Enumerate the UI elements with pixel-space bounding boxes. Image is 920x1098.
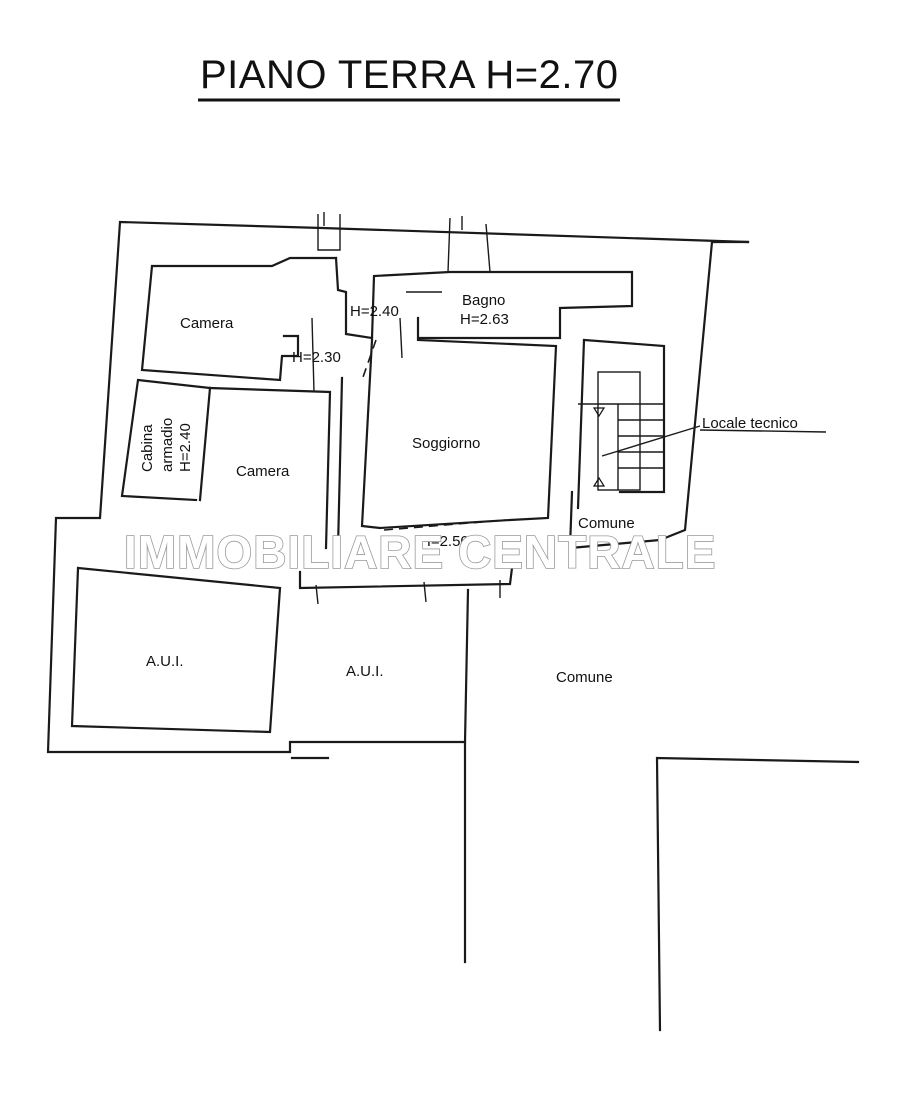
room-locale-tecnico: Locale tecnico Comune xyxy=(568,338,827,550)
cabina-line2: armadio xyxy=(159,418,176,472)
outer-walls xyxy=(46,220,860,1032)
room-camera-bottom: Camera xyxy=(208,376,344,550)
aui-left-label: A.U.I. xyxy=(146,653,184,670)
corridor-height-label: H=2.30 xyxy=(292,349,341,366)
watermark-text: IMMOBILIARE CENTRALE xyxy=(124,526,716,578)
shafts xyxy=(317,212,491,273)
room-aui-center: A.U.I. xyxy=(346,588,470,744)
locale-tecnico-label: Locale tecnico xyxy=(702,415,798,432)
cabina-height-label: H=2.40 xyxy=(177,423,194,472)
lower-hall: H=2.50 xyxy=(298,519,514,605)
comune-large-label: Comune xyxy=(556,669,613,686)
room-comune-large: Comune xyxy=(556,669,613,686)
camera-bottom-label: Camera xyxy=(236,463,290,480)
camera-top-label: Camera xyxy=(180,315,234,332)
anteroom-height-label: H=2.40 xyxy=(350,303,399,320)
room-aui-left: A.U.I. xyxy=(70,566,282,734)
room-bagno: H=2.40 Bagno H=2.63 xyxy=(350,270,634,359)
plan-title: PIANO TERRA H=2.70 xyxy=(198,53,620,102)
room-camera-top: Camera xyxy=(140,256,338,393)
corridor: H=2.30 xyxy=(292,256,377,381)
lower-height-label: H=2.50 xyxy=(420,533,469,550)
cabina-line1: Cabina xyxy=(139,424,156,472)
room-soggiorno: Soggiorno xyxy=(360,338,558,530)
bagno-label: Bagno xyxy=(462,292,505,309)
title-text: PIANO TERRA H=2.70 xyxy=(200,53,618,97)
room-cabina-armadio: Cabina armadio H=2.40 xyxy=(120,378,212,502)
bagno-height-label: H=2.63 xyxy=(460,311,509,328)
comune-small-label: Comune xyxy=(578,515,635,532)
aui-center-label: A.U.I. xyxy=(346,663,384,680)
soggiorno-label: Soggiorno xyxy=(412,435,480,452)
